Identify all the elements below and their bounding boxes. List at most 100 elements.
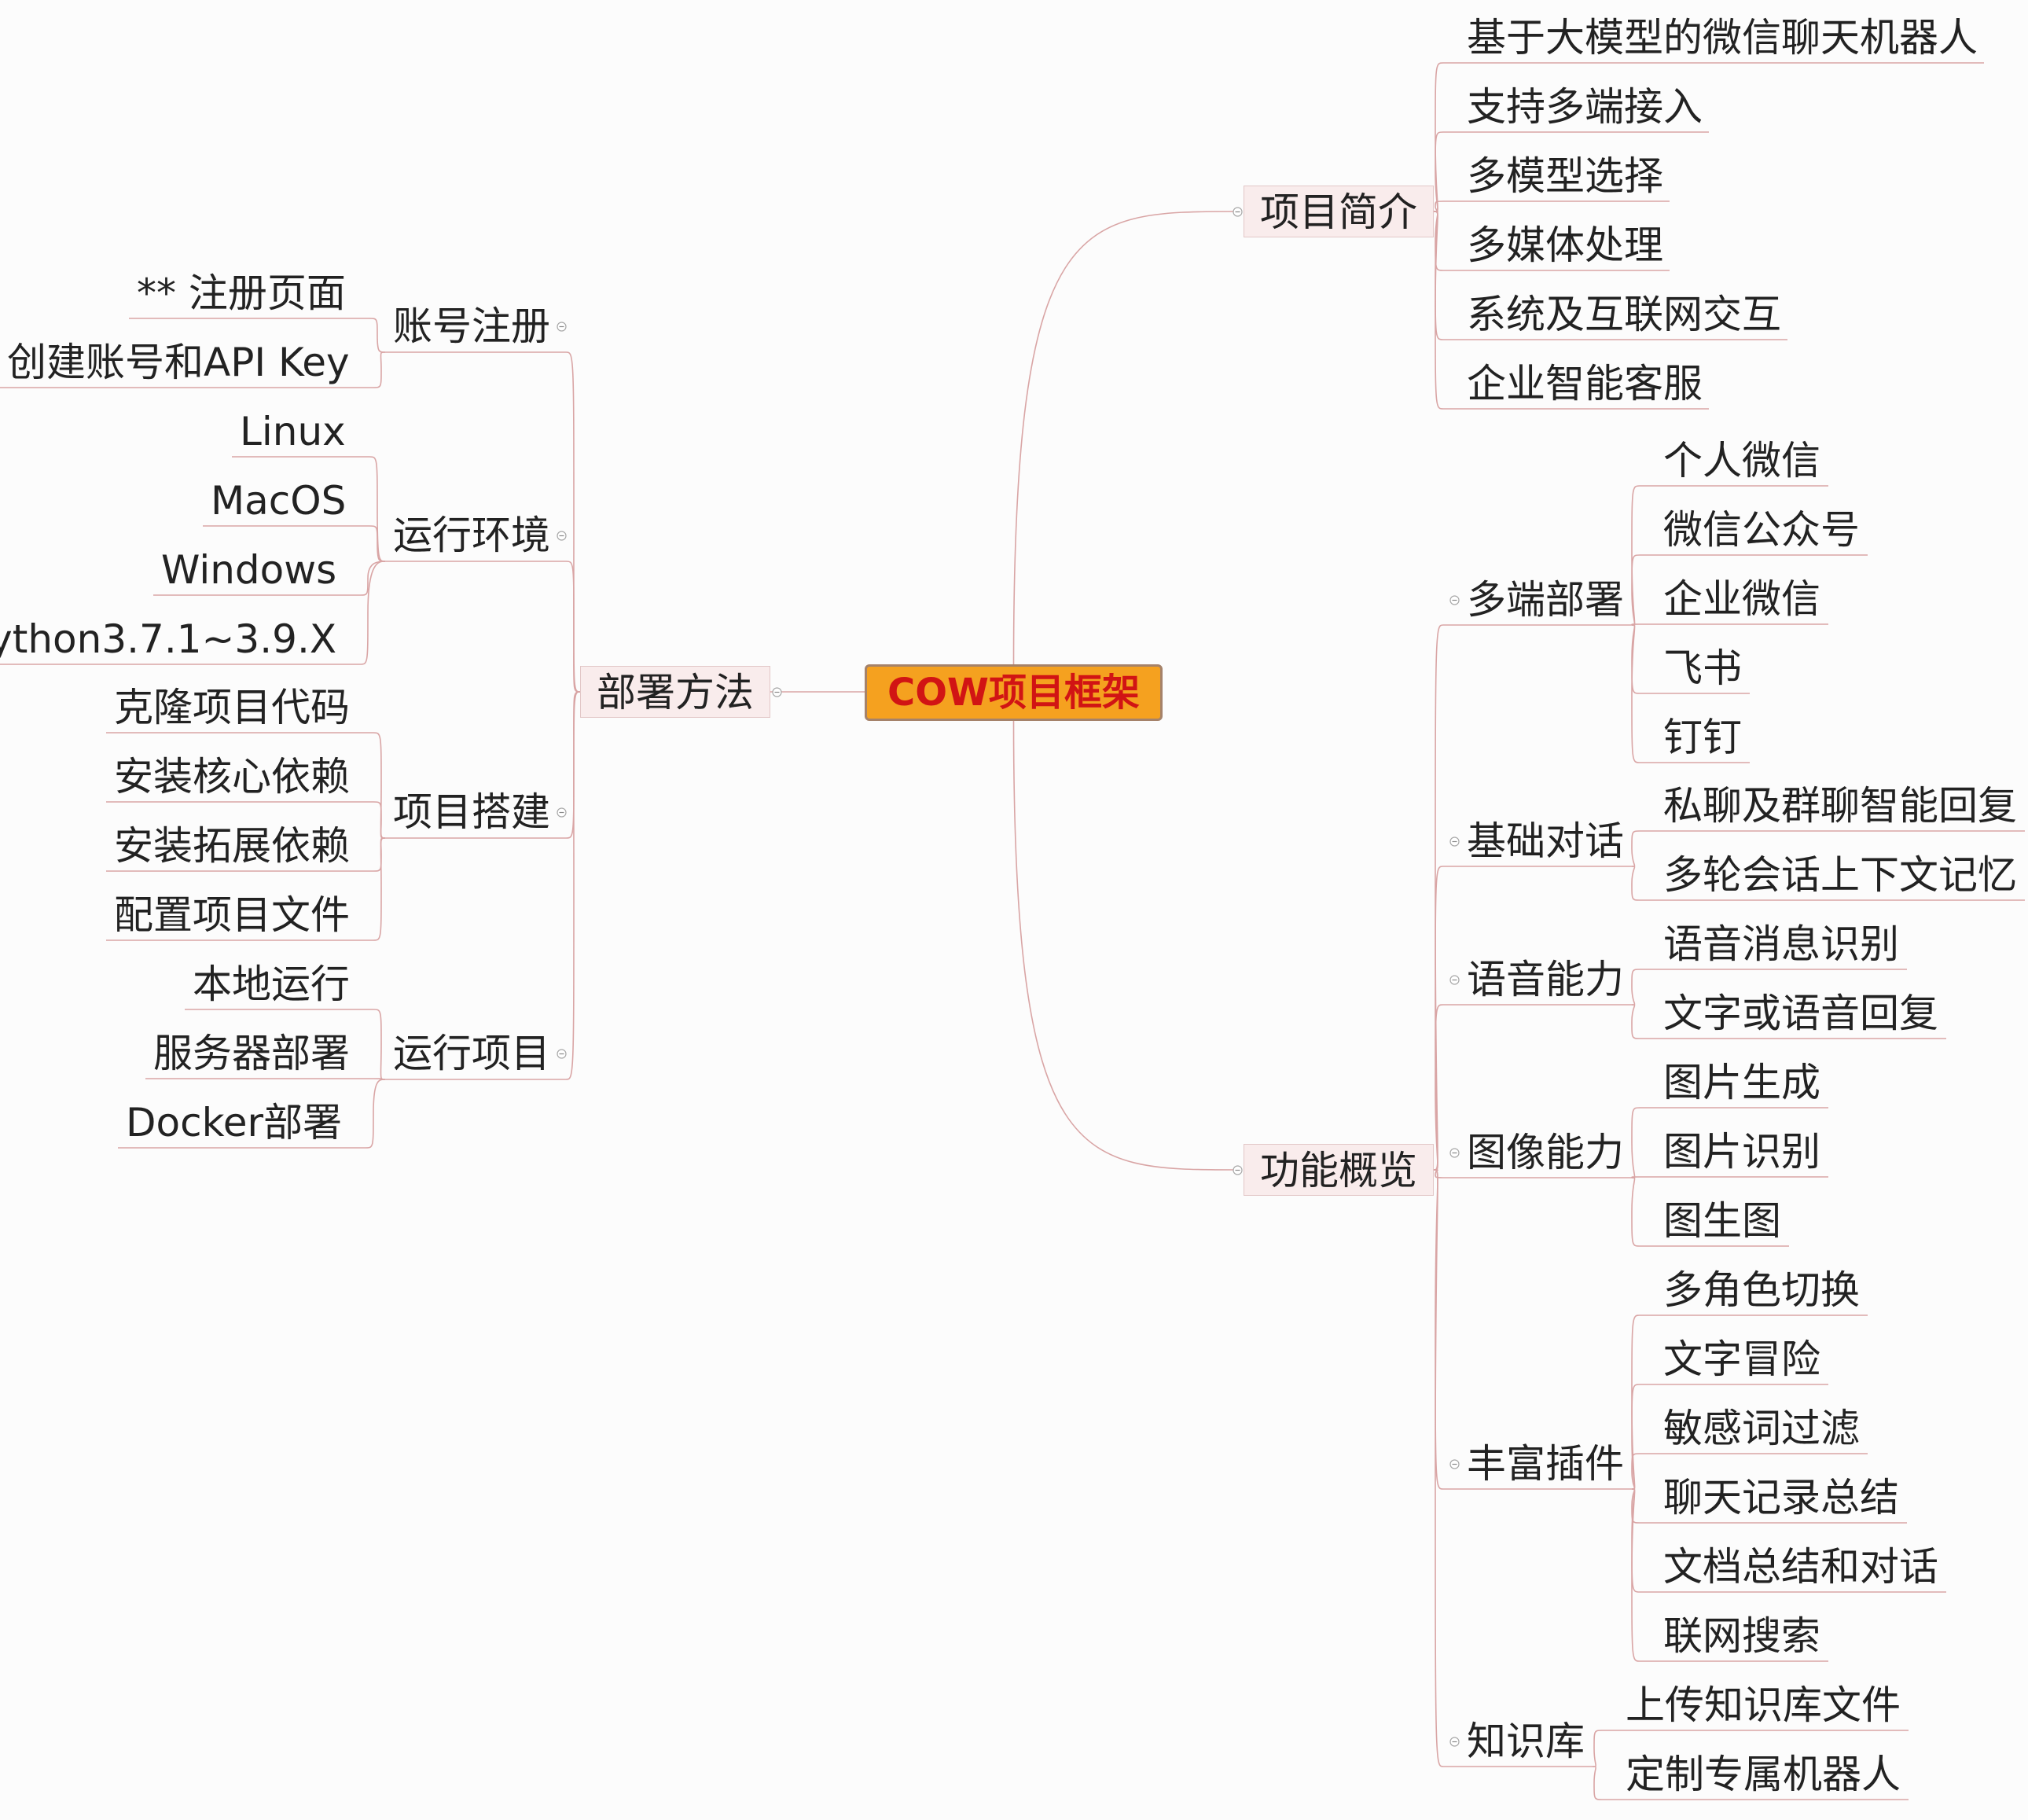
link-feature-leaf bbox=[1592, 1730, 1603, 1767]
deploy-leaf[interactable]: 服务器部署 bbox=[153, 1031, 350, 1076]
deploy-leaf[interactable]: Windows bbox=[161, 547, 337, 593]
collapse-toggle-icon[interactable] bbox=[1449, 594, 1460, 605]
feature-leaf[interactable]: 图片生成 bbox=[1663, 1060, 1820, 1105]
deploy-leaf[interactable]: 配置项目文件 bbox=[114, 892, 350, 938]
link-intro-item bbox=[1433, 200, 1444, 212]
deploy-leaf[interactable]: 本地运行 bbox=[193, 961, 350, 1007]
link-feature-group bbox=[1433, 1004, 1444, 1171]
link-feature-leaf bbox=[1631, 1488, 1640, 1662]
deploy-leaf[interactable]: Linux bbox=[240, 409, 346, 454]
feature-leaf[interactable]: 私聊及群聊智能回复 bbox=[1663, 783, 2017, 829]
collapse-toggle-icon[interactable] bbox=[556, 321, 567, 332]
link-feature-group bbox=[1433, 1169, 1444, 1767]
group-run-project[interactable]: 运行项目 bbox=[393, 1031, 550, 1076]
intro-item[interactable]: 企业智能客服 bbox=[1467, 361, 1703, 406]
deploy-leaf[interactable]: 安装拓展依赖 bbox=[114, 823, 350, 869]
deploy-leaf[interactable]: Docker部署 bbox=[126, 1100, 343, 1145]
link-deploy-group bbox=[565, 561, 581, 693]
feature-leaf[interactable]: 文字冒险 bbox=[1663, 1337, 1820, 1382]
feature-leaf[interactable]: 飞书 bbox=[1663, 645, 1742, 691]
link-feature-leaf bbox=[1631, 1384, 1640, 1490]
feature-leaf[interactable]: 图生图 bbox=[1663, 1198, 1781, 1244]
feature-leaf[interactable]: 敏感词过滤 bbox=[1663, 1406, 1860, 1451]
feature-group[interactable]: 多端部署 bbox=[1467, 577, 1624, 623]
collapse-toggle-icon[interactable] bbox=[1449, 836, 1460, 847]
feature-leaf[interactable]: 图片识别 bbox=[1663, 1129, 1820, 1175]
link-deploy-leaf bbox=[373, 801, 386, 839]
link-intro-item bbox=[1433, 62, 1444, 212]
link-feature-leaf bbox=[1631, 624, 1640, 763]
link-deploy-leaf bbox=[373, 1009, 386, 1080]
intro-item[interactable]: 支持多端接入 bbox=[1467, 84, 1703, 130]
group-account-signup[interactable]: 账号注册 bbox=[393, 303, 550, 349]
link-deploy-leaf bbox=[373, 837, 386, 872]
link-intro-item bbox=[1433, 211, 1444, 410]
feature-leaf[interactable]: 语音消息识别 bbox=[1663, 921, 1899, 967]
link-feature-leaf bbox=[1631, 866, 1640, 901]
deploy-leaf[interactable]: ** 注册页面 bbox=[137, 270, 346, 316]
branch-deployment[interactable]: 部署方法 bbox=[580, 666, 770, 718]
collapse-toggle-icon[interactable] bbox=[1449, 974, 1460, 985]
root-node[interactable]: COW项目框架 bbox=[865, 664, 1163, 721]
deploy-leaf[interactable]: Python3.7.1~3.9.X bbox=[0, 616, 337, 662]
collapse-toggle-icon[interactable] bbox=[1449, 1147, 1460, 1158]
link-deploy-leaf bbox=[373, 732, 386, 839]
link-feature-leaf bbox=[1592, 1766, 1603, 1800]
feature-leaf[interactable]: 定制专属机器人 bbox=[1626, 1752, 1901, 1797]
link-feature-group bbox=[1433, 866, 1444, 1171]
link-deploy-group bbox=[565, 691, 581, 1080]
link-feature-group bbox=[1433, 1169, 1444, 1178]
intro-item[interactable]: 多模型选择 bbox=[1467, 153, 1663, 199]
collapse-toggle-icon[interactable] bbox=[556, 1048, 567, 1059]
link-intro-item bbox=[1433, 131, 1444, 212]
link-deploy-leaf bbox=[373, 351, 386, 388]
collapse-toggle-icon[interactable] bbox=[1232, 1164, 1243, 1175]
feature-leaf[interactable]: 上传知识库文件 bbox=[1626, 1682, 1901, 1728]
link-feature-leaf bbox=[1631, 969, 1640, 1006]
link-deploy-group bbox=[565, 691, 581, 839]
group-project-setup[interactable]: 项目搭建 bbox=[393, 789, 550, 835]
feature-group[interactable]: 图像能力 bbox=[1467, 1130, 1624, 1175]
feature-group[interactable]: 基础对话 bbox=[1467, 818, 1624, 864]
link-deploy-leaf bbox=[369, 525, 386, 562]
intro-item[interactable]: 系统及互联网交互 bbox=[1467, 292, 1781, 337]
feature-group[interactable]: 语音能力 bbox=[1467, 957, 1624, 1002]
collapse-toggle-icon[interactable] bbox=[1449, 1458, 1460, 1469]
feature-group[interactable]: 知识库 bbox=[1467, 1719, 1585, 1764]
feature-leaf[interactable]: 多轮会话上下文记忆 bbox=[1663, 852, 2017, 898]
feature-group[interactable]: 丰富插件 bbox=[1467, 1441, 1624, 1487]
branch-project-intro[interactable]: 项目简介 bbox=[1244, 186, 1434, 237]
deploy-leaf[interactable]: MacOS bbox=[211, 478, 347, 524]
link-deploy-leaf bbox=[373, 837, 386, 941]
collapse-toggle-icon[interactable] bbox=[771, 686, 782, 697]
collapse-toggle-icon[interactable] bbox=[556, 530, 567, 541]
link-deploy-leaf bbox=[359, 561, 386, 665]
feature-leaf[interactable]: 钉钉 bbox=[1663, 715, 1742, 760]
feature-leaf[interactable]: 多角色切换 bbox=[1663, 1267, 1860, 1313]
feature-leaf[interactable]: 企业微信 bbox=[1663, 576, 1820, 622]
deploy-leaf[interactable]: 创建账号和API Key bbox=[7, 340, 350, 385]
intro-item[interactable]: 多媒体处理 bbox=[1467, 222, 1663, 268]
collapse-toggle-icon[interactable] bbox=[556, 807, 567, 818]
link-deploy-group bbox=[565, 351, 581, 693]
feature-leaf[interactable]: 个人微信 bbox=[1663, 438, 1820, 483]
link-root-right-0 bbox=[1012, 211, 1238, 665]
group-runtime-env[interactable]: 运行环境 bbox=[393, 513, 550, 558]
feature-leaf[interactable]: 微信公众号 bbox=[1663, 507, 1860, 553]
link-feature-leaf bbox=[1631, 830, 1640, 867]
deploy-leaf[interactable]: 安装核心依赖 bbox=[114, 754, 350, 800]
feature-leaf[interactable]: 文档总结和对话 bbox=[1663, 1544, 1938, 1590]
intro-item[interactable]: 基于大模型的微信聊天机器人 bbox=[1467, 15, 1978, 61]
collapse-toggle-icon[interactable] bbox=[1232, 206, 1243, 217]
collapse-toggle-icon[interactable] bbox=[1449, 1736, 1460, 1747]
feature-leaf[interactable]: 文字或语音回复 bbox=[1663, 991, 1938, 1036]
link-deploy-leaf bbox=[369, 456, 386, 562]
deploy-leaf[interactable]: 克隆项目代码 bbox=[114, 685, 350, 730]
link-feature-leaf bbox=[1631, 1107, 1640, 1178]
link-feature-leaf bbox=[1631, 1488, 1640, 1593]
branch-feature-overview[interactable]: 功能概览 bbox=[1244, 1144, 1434, 1196]
feature-leaf[interactable]: 联网搜索 bbox=[1663, 1613, 1820, 1659]
feature-leaf[interactable]: 聊天记录总结 bbox=[1663, 1475, 1899, 1520]
